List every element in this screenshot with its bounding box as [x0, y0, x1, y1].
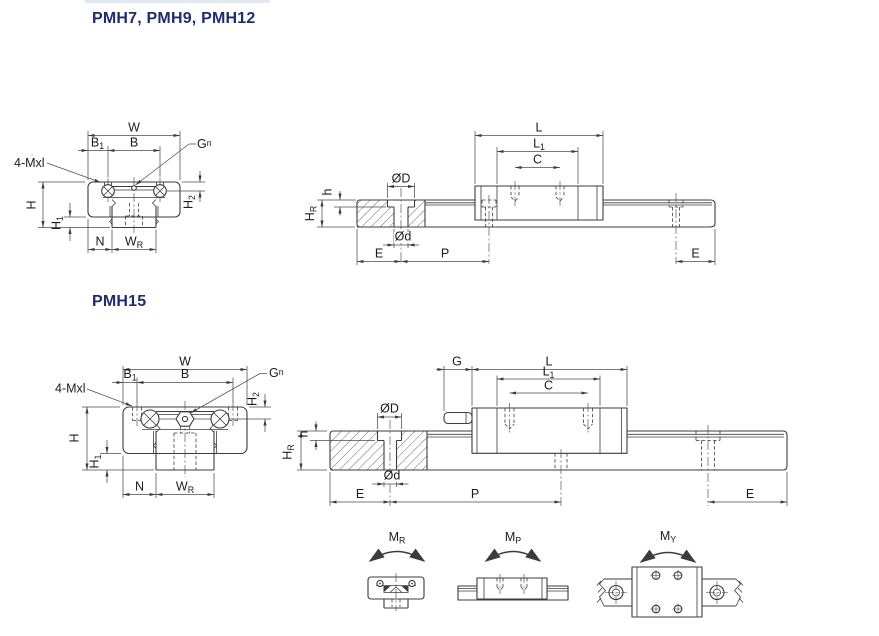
dim-label-N: N [135, 480, 144, 494]
dim-label-H: H [68, 433, 82, 442]
dim-label-HR: HR [303, 206, 319, 221]
rotation-arrow [484, 548, 542, 562]
carriage-block-side [443, 407, 628, 470]
dim-label-H: H [25, 200, 39, 209]
ball-circuits [101, 184, 167, 198]
moment-label-MY: MY [660, 529, 676, 545]
label-mask [383, 471, 401, 482]
pmh7-side-view: L L1 C ØD h HR Ød E P E [303, 121, 716, 265]
dim-label-WR: WR [125, 235, 143, 251]
dim-label-E-right: E [746, 487, 754, 501]
dim-label-L1: L1 [533, 137, 545, 153]
dim-label-OD: ØD [380, 402, 399, 416]
dim-label-E-left: E [375, 247, 383, 261]
dim-label-L1: L1 [543, 365, 555, 381]
dim-label-h: h [297, 430, 311, 437]
grease-nipple-side [443, 411, 473, 425]
pmh15-side-view: G L L1 C ØD h HR Ød E P E [281, 355, 788, 506]
dim-label-H2: H2 [182, 195, 198, 209]
dim-label-P: P [471, 487, 479, 501]
dim-label-4mxl: 4-Mxl [55, 382, 86, 396]
dim-label-E-right: E [691, 247, 699, 261]
dim-label-B1: B1 [91, 136, 104, 152]
cropped-text-artifact [85, 0, 270, 3]
dim-label-H1: H1 [50, 216, 66, 230]
dim-label-W: W [128, 121, 140, 135]
dim-label-4mxl: 4-Mxl [14, 156, 45, 170]
dim-label-Gn: Gn [197, 137, 212, 151]
rail-section-hatched [329, 430, 428, 471]
dim-label-h: h [321, 188, 335, 195]
carriage-block-side [474, 185, 604, 227]
rotation-arrow [639, 549, 697, 563]
pmh7-cross-section-view: W B1 B Gn 4-Mxl H H1 H2 N WR [14, 121, 212, 253]
dim-label-L: L [546, 355, 553, 369]
dim-label-N: N [95, 235, 104, 249]
dim-label-L: L [536, 121, 543, 135]
mounting-bolt-holes [132, 401, 271, 477]
rotation-arrow [368, 548, 426, 562]
moment-diagram-mr: MR [367, 530, 426, 611]
moment-diagram-my: MY [596, 529, 744, 618]
grease-port [131, 185, 137, 191]
dim-label-E-left: E [356, 487, 364, 501]
dimension-lines [317, 131, 716, 265]
ball-circuits [140, 409, 230, 429]
centerlines [400, 181, 677, 264]
dim-label-B: B [181, 367, 189, 381]
rail-section-hatched [356, 199, 426, 228]
series-title-pmh7-9-12: PMH7, PMH9, PMH12 [92, 10, 256, 27]
dim-label-WR: WR [176, 480, 194, 496]
dim-label-B1: B1 [123, 367, 136, 383]
rail-side-outline [330, 430, 788, 471]
dim-label-od: Ød [384, 469, 401, 483]
rail-hole-hidden-right [695, 431, 721, 470]
dim-label-H2: H2 [246, 392, 262, 406]
rail-hole-hidden-right [668, 200, 684, 227]
moment-label-MP: MP [505, 530, 521, 546]
dim-label-P: P [441, 247, 449, 261]
dim-label-C: C [533, 153, 542, 167]
grease-port [181, 415, 189, 423]
moment-diagram-mp: MP [457, 530, 569, 601]
moment-label-MR: MR [389, 530, 406, 546]
dimension-lines [38, 131, 205, 253]
label-mask [394, 232, 412, 243]
dim-label-G: G [452, 355, 462, 369]
dim-label-HR: HR [281, 444, 297, 459]
rail-side-outline [357, 199, 716, 228]
pmh15-cross-section-view: W B1 B Gn 4-Mxl H H1 H2 N WR [55, 355, 284, 498]
dim-label-H1: H1 [88, 454, 104, 468]
dim-label-C: C [544, 379, 553, 393]
series-title-pmh15: PMH15 [92, 293, 147, 310]
dim-label-B: B [130, 136, 138, 150]
dim-label-OD: ØD [392, 172, 411, 186]
dim-label-W: W [179, 355, 191, 369]
dim-label-Gn: Gn [269, 366, 284, 380]
dimension-lines [82, 366, 271, 498]
dim-label-od: Ød [395, 230, 412, 244]
